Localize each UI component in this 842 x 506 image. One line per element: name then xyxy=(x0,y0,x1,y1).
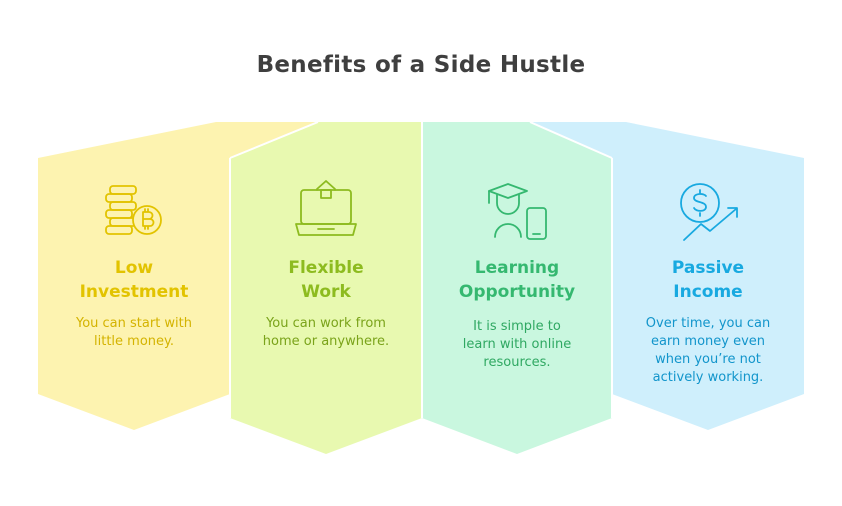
card-cap-flexible-work xyxy=(230,122,422,158)
description-flexible-work: You can work from home or anywhere. xyxy=(262,316,390,349)
card-cap-low-investment xyxy=(38,122,318,158)
card-panel-flexible-work xyxy=(230,158,422,454)
card-divider xyxy=(529,121,613,159)
heading-low-investment: Low Investment xyxy=(79,258,189,302)
page-title: Benefits of a Side Hustle xyxy=(256,52,586,78)
description-passive-income: Over time, you can earn money even when … xyxy=(645,316,771,385)
card-cap-learning-opportunity xyxy=(422,122,612,158)
card-divider xyxy=(229,121,319,159)
bitcoin-coins-icon xyxy=(105,185,162,235)
graduate-phone-icon xyxy=(488,183,547,240)
card-cap-passive-income xyxy=(530,122,804,158)
description-learning-opportunity: It is simple to learn with online resour… xyxy=(462,319,572,370)
card-panel-learning-opportunity xyxy=(422,158,612,454)
card-panel-low-investment xyxy=(38,158,230,430)
heading-learning-opportunity: Learning Opportunity xyxy=(458,258,576,302)
heading-flexible-work: Flexible Work xyxy=(288,258,364,302)
description-low-investment: You can start with little money. xyxy=(75,316,193,349)
card-panel-passive-income xyxy=(612,158,804,430)
heading-passive-income: Passive Income xyxy=(671,258,745,302)
dollar-growth-icon xyxy=(680,183,738,241)
laptop-home-icon xyxy=(295,180,357,236)
